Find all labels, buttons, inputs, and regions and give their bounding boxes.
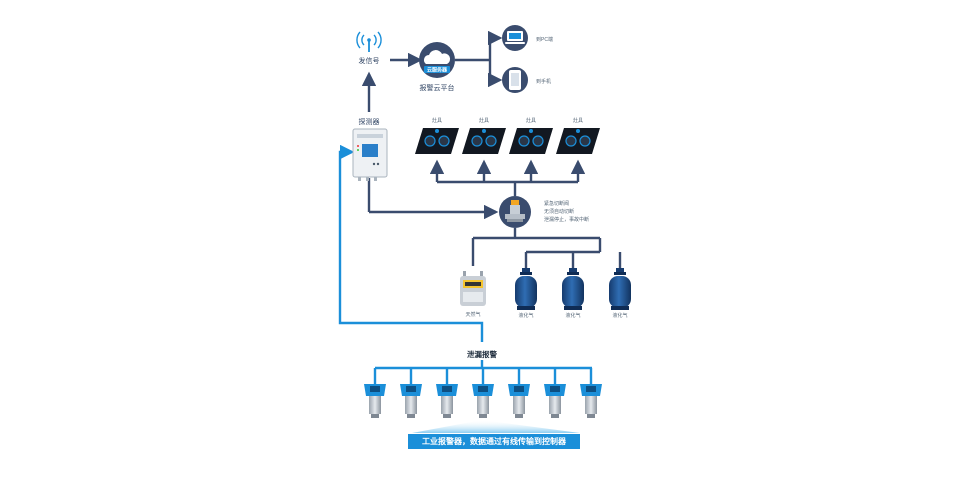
stove-label-4: 灶具 [573, 117, 583, 124]
gas-cylinder-icon-2: 液化气 [562, 268, 584, 319]
gas-detector-icon-3 [436, 384, 458, 418]
cylinder-group: 液化气 液化气 液化气 [515, 268, 631, 319]
gas-detector-icon-7 [580, 384, 602, 418]
laptop-icon [502, 25, 528, 51]
shutoff-valve-icon [499, 196, 531, 228]
phone-label: 到手机 [536, 78, 551, 85]
meter-label: 天然气 [465, 311, 480, 318]
antenna-icon [356, 31, 382, 52]
leak-to-controller-arrow [338, 144, 484, 342]
cylinder-label-2: 液化气 [565, 312, 580, 319]
stove-icon-3: 灶具 [509, 117, 553, 154]
gas-detector-icon-5 [508, 384, 530, 418]
navy-connectors [361, 30, 622, 268]
stove-icon-4: 灶具 [556, 117, 600, 154]
detector-group [364, 384, 602, 418]
signal-label: 发信号 [359, 56, 380, 65]
stove-label-2: 灶具 [479, 117, 489, 124]
cloud-label: 报警云平台 [420, 83, 455, 92]
gas-cylinder-icon-3: 液化气 [609, 268, 631, 319]
pc-label: 到PC端 [536, 36, 553, 43]
gas-detector-icon-6 [544, 384, 566, 418]
cloud-badge-text: 云服务器 [427, 67, 448, 74]
banner-glow [412, 420, 580, 433]
phone-icon [502, 67, 528, 93]
stove-group: 灶具 灶具 灶具 灶具 [415, 117, 600, 154]
gas-meter-icon [460, 271, 486, 306]
banner-label: 工业报警器，数据通过有线传输到控制器 [408, 434, 580, 449]
gas-cylinder-icon-1: 液化气 [515, 268, 537, 319]
cylinder-label-1: 液化气 [518, 312, 533, 319]
gas-detector-icon-4 [472, 384, 494, 418]
gas-detector-icon-1 [364, 384, 386, 418]
valve-line-2: 无须自动切断 [544, 208, 574, 215]
blue-connectors [338, 144, 593, 384]
stove-icon-1: 灶具 [415, 117, 459, 154]
cylinder-label-3: 液化气 [612, 312, 627, 319]
controller-box [352, 128, 388, 181]
stove-label-3: 灶具 [526, 117, 536, 124]
stove-label-1: 灶具 [432, 117, 442, 124]
stove-icon-2: 灶具 [462, 117, 506, 154]
valve-line-1: 紧急切断阀 [544, 200, 569, 207]
gas-detector-icon-2 [400, 384, 422, 418]
leak-alarm-label: 泄漏报警 [467, 349, 497, 359]
valve-line-3: 泄漏停止，事故中断 [544, 216, 589, 223]
controller-label: 探测器 [359, 117, 380, 126]
cloud-icon [419, 42, 455, 78]
